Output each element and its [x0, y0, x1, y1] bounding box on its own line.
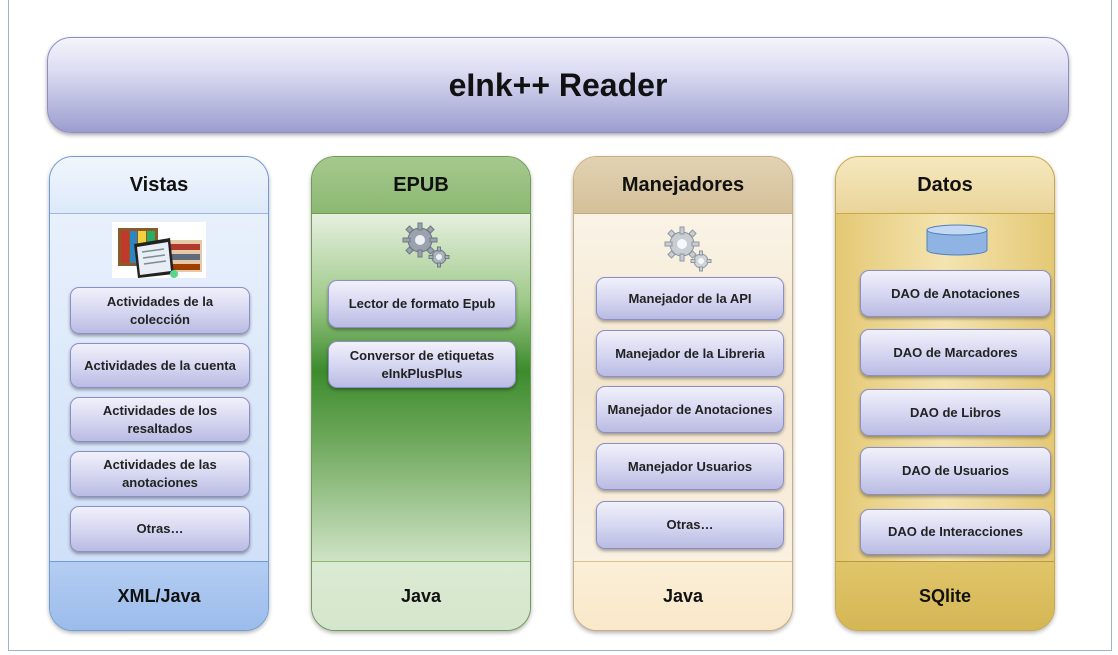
column-header: Datos [836, 157, 1054, 214]
datos-item: DAO de Marcadores [860, 329, 1051, 376]
column-footer: Java [312, 561, 530, 630]
column-footer: XML/Java [50, 561, 268, 630]
column-vistas: Vistas Actividades de la colección Activ… [49, 156, 269, 631]
datos-item: DAO de Usuarios [860, 447, 1051, 495]
column-manejadores: Manejadores Manejador de la API Manejado… [573, 156, 793, 631]
manejadores-item: Manejador de la Libreria [596, 330, 784, 377]
database-icon [926, 224, 988, 256]
datos-item: DAO de Anotaciones [860, 270, 1051, 317]
diagram-title: eInk++ Reader [448, 66, 668, 103]
column-header: EPUB [312, 157, 530, 214]
vistas-item: Otras… [70, 506, 250, 552]
manejadores-item: Manejador de la API [596, 277, 784, 320]
column-body: Manejador de la API Manejador de la Libr… [574, 214, 792, 562]
column-body: Lector de formato Epub Conversor de etiq… [312, 214, 530, 562]
manejadores-item: Otras… [596, 501, 784, 549]
column-footer: Java [574, 561, 792, 630]
books-tablet-icon [112, 222, 206, 278]
gears-icon [402, 222, 450, 268]
vistas-item: Actividades de las anotaciones [70, 451, 250, 497]
column-body: Actividades de la colección Actividades … [50, 214, 268, 562]
title-banner: eInk++ Reader [47, 37, 1069, 133]
vistas-item: Actividades de los resaltados [70, 397, 250, 442]
epub-item: Lector de formato Epub [328, 280, 516, 328]
gears-icon [664, 226, 712, 272]
diagram-frame [8, 0, 1112, 651]
vistas-item: Actividades de la cuenta [70, 343, 250, 388]
column-header: Vistas [50, 157, 268, 214]
datos-item: DAO de Libros [860, 389, 1051, 436]
column-datos: Datos DAO de Anotaciones DAO de Marcador… [835, 156, 1055, 631]
epub-item: Conversor de etiquetas eInkPlusPlus [328, 341, 516, 388]
column-footer: SQlite [836, 561, 1054, 630]
datos-item: DAO de Interacciones [860, 509, 1051, 555]
column-epub: EPUB Lector de formato Epub Conversor de… [311, 156, 531, 631]
column-header: Manejadores [574, 157, 792, 214]
manejadores-item: Manejador de Anotaciones [596, 386, 784, 433]
column-body: DAO de Anotaciones DAO de Marcadores DAO… [836, 214, 1054, 562]
manejadores-item: Manejador Usuarios [596, 443, 784, 490]
vistas-item: Actividades de la colección [70, 287, 250, 334]
